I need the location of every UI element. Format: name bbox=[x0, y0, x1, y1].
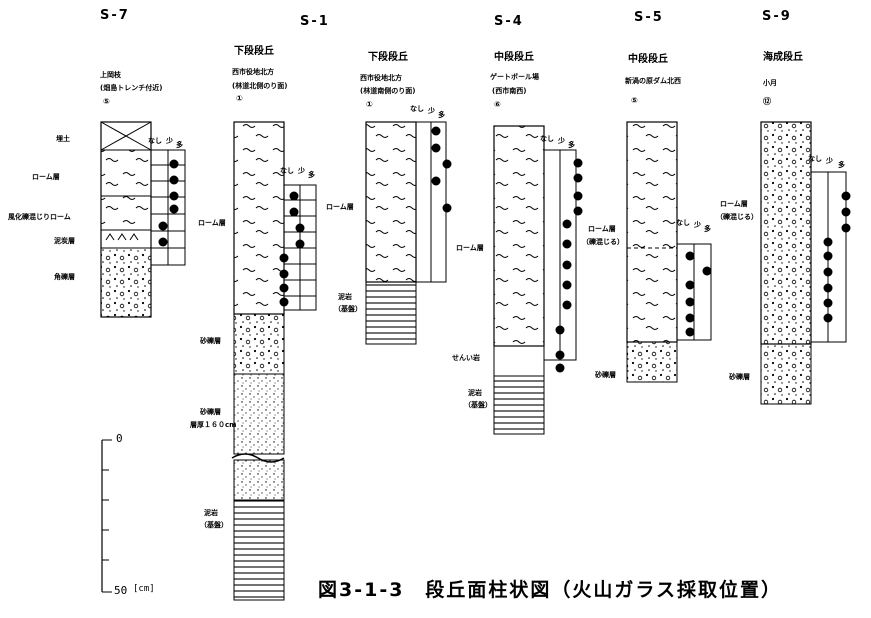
site-label-s1: S-1 bbox=[300, 14, 330, 29]
layer-tuff-s4: せんい岩 bbox=[452, 354, 480, 362]
layer-loam-s9: ローム層 bbox=[720, 200, 748, 208]
glass-few-s1b: 少 bbox=[428, 107, 435, 115]
layer-loam: ローム層 bbox=[32, 173, 60, 181]
note-s1b: (林道南側のり面) bbox=[360, 87, 416, 95]
note-s4: (西市南西) bbox=[492, 87, 527, 95]
scale-bottom-label: 50 bbox=[114, 584, 128, 597]
marker-s4: ⑥ bbox=[494, 100, 501, 109]
location-s5: 新渦の原ダム北西 bbox=[625, 77, 681, 85]
marker-s1b: ① bbox=[366, 100, 373, 109]
layer-basement-s1b: （基盤） bbox=[334, 305, 362, 313]
scale-top-label: 0 bbox=[116, 432, 123, 445]
glass-none-s1: なし bbox=[280, 167, 294, 175]
glass-few-s7: 少 bbox=[166, 137, 173, 145]
layer-gravel-s1-2: 砂礫層 bbox=[200, 408, 221, 416]
column-s7 bbox=[100, 121, 186, 318]
layer-loam-s5: ローム層 bbox=[588, 225, 616, 233]
glass-none-s1b: なし bbox=[410, 105, 424, 113]
layer-basement-s4: （基盤） bbox=[464, 401, 492, 409]
column-s1b bbox=[365, 121, 452, 345]
glass-many-s1: 多 bbox=[308, 171, 315, 179]
terrace-s5: 中段段丘 bbox=[628, 54, 668, 65]
terrace-s9: 海成段丘 bbox=[763, 52, 803, 63]
layer-weathered-loam: 風化礫混じりローム bbox=[8, 213, 71, 221]
layer-loam-s4: ローム層 bbox=[456, 244, 484, 252]
location-s9: 小月 bbox=[763, 79, 777, 87]
glass-few-s1: 少 bbox=[298, 167, 305, 175]
column-s9 bbox=[760, 121, 851, 405]
site-label-s4: S-4 bbox=[494, 14, 524, 29]
column-s5 bbox=[626, 121, 712, 383]
marker-s9: ⑫ bbox=[763, 97, 771, 106]
glass-few-s9: 少 bbox=[826, 157, 833, 165]
glass-many-s4: 多 bbox=[568, 141, 575, 149]
terrace-s1: 下段段丘 bbox=[234, 46, 274, 57]
layer-gravel-s5: 砂礫層 bbox=[595, 371, 616, 379]
layer-thickness: 層厚１６０cm bbox=[190, 421, 237, 429]
layer-gravel-s1: 砂礫層 bbox=[200, 337, 221, 345]
location-s7: 上岡枝 bbox=[100, 71, 121, 79]
layer-gravelly-s9: （礫混じる） bbox=[716, 213, 758, 221]
location-s1b: 西市役地北方 bbox=[360, 74, 402, 82]
glass-many-s1b: 多 bbox=[438, 111, 445, 119]
glass-none-s5: なし bbox=[676, 219, 690, 227]
layer-loam-s1: ローム層 bbox=[198, 219, 226, 227]
layer-mudstone-s1: 泥岩 bbox=[204, 509, 218, 517]
layer-breccia: 角礫層 bbox=[54, 273, 75, 281]
column-s4 bbox=[493, 125, 583, 435]
location-s4: ゲートボール場 bbox=[490, 73, 539, 81]
glass-many-s9: 多 bbox=[838, 161, 845, 169]
marker-s1: ① bbox=[236, 94, 243, 103]
layer-basement-s1: （基盤） bbox=[200, 521, 228, 529]
marker-s5: ⑤ bbox=[631, 96, 638, 105]
glass-few-s5: 少 bbox=[694, 221, 701, 229]
layer-peat: 泥炭層 bbox=[54, 237, 75, 245]
layer-fill: 埋土 bbox=[56, 135, 70, 143]
layer-mudstone-s4: 泥岩 bbox=[468, 389, 482, 397]
depth-scale bbox=[101, 439, 112, 593]
layer-gravel-s9: 砂礫層 bbox=[729, 373, 750, 381]
layer-loam-s1b: ローム層 bbox=[326, 203, 354, 211]
layer-gravelly-s5: （礫混じる） bbox=[582, 238, 624, 246]
glass-many-s7: 多 bbox=[176, 141, 183, 149]
site-label-s7: S-7 bbox=[100, 8, 130, 23]
figure-caption: 図3-1-3 段丘面柱状図（火山ガラス採取位置） bbox=[318, 579, 783, 601]
location-s1: 西市役地北方 bbox=[232, 68, 274, 76]
glass-none-s9: なし bbox=[808, 155, 822, 163]
layer-mudstone-s1b: 泥岩 bbox=[338, 293, 352, 301]
site-label-s9: S-9 bbox=[762, 9, 792, 24]
terrace-s4: 中段段丘 bbox=[494, 52, 534, 63]
site-label-s5: S-5 bbox=[634, 10, 664, 25]
terrace-s1b: 下段段丘 bbox=[368, 52, 408, 63]
scale-unit-label: [cm] bbox=[133, 584, 155, 594]
glass-few-s4: 少 bbox=[558, 137, 565, 145]
column-s1 bbox=[231, 121, 317, 601]
glass-many-s5: 多 bbox=[704, 225, 711, 233]
glass-none-s4: なし bbox=[540, 135, 554, 143]
note-s7: (畑島トレンチ付近) bbox=[100, 84, 163, 92]
glass-none-s7: なし bbox=[148, 137, 162, 145]
note-s1: (林道北側のり面) bbox=[232, 82, 288, 90]
marker-s7: ⑤ bbox=[103, 97, 110, 106]
